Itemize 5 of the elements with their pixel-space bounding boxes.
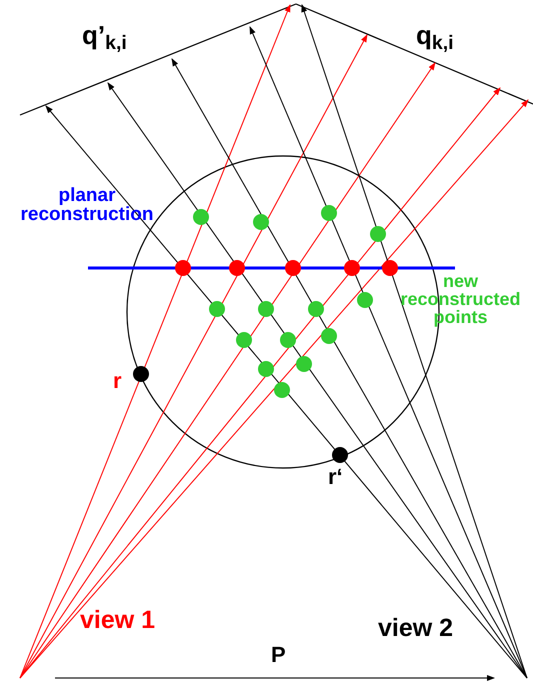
distance-label: P (271, 644, 286, 666)
view-label: view 2 (378, 616, 454, 641)
view-label: view 1 (80, 608, 156, 633)
point-label: r‘ (328, 466, 343, 488)
point-label: r (113, 370, 122, 392)
